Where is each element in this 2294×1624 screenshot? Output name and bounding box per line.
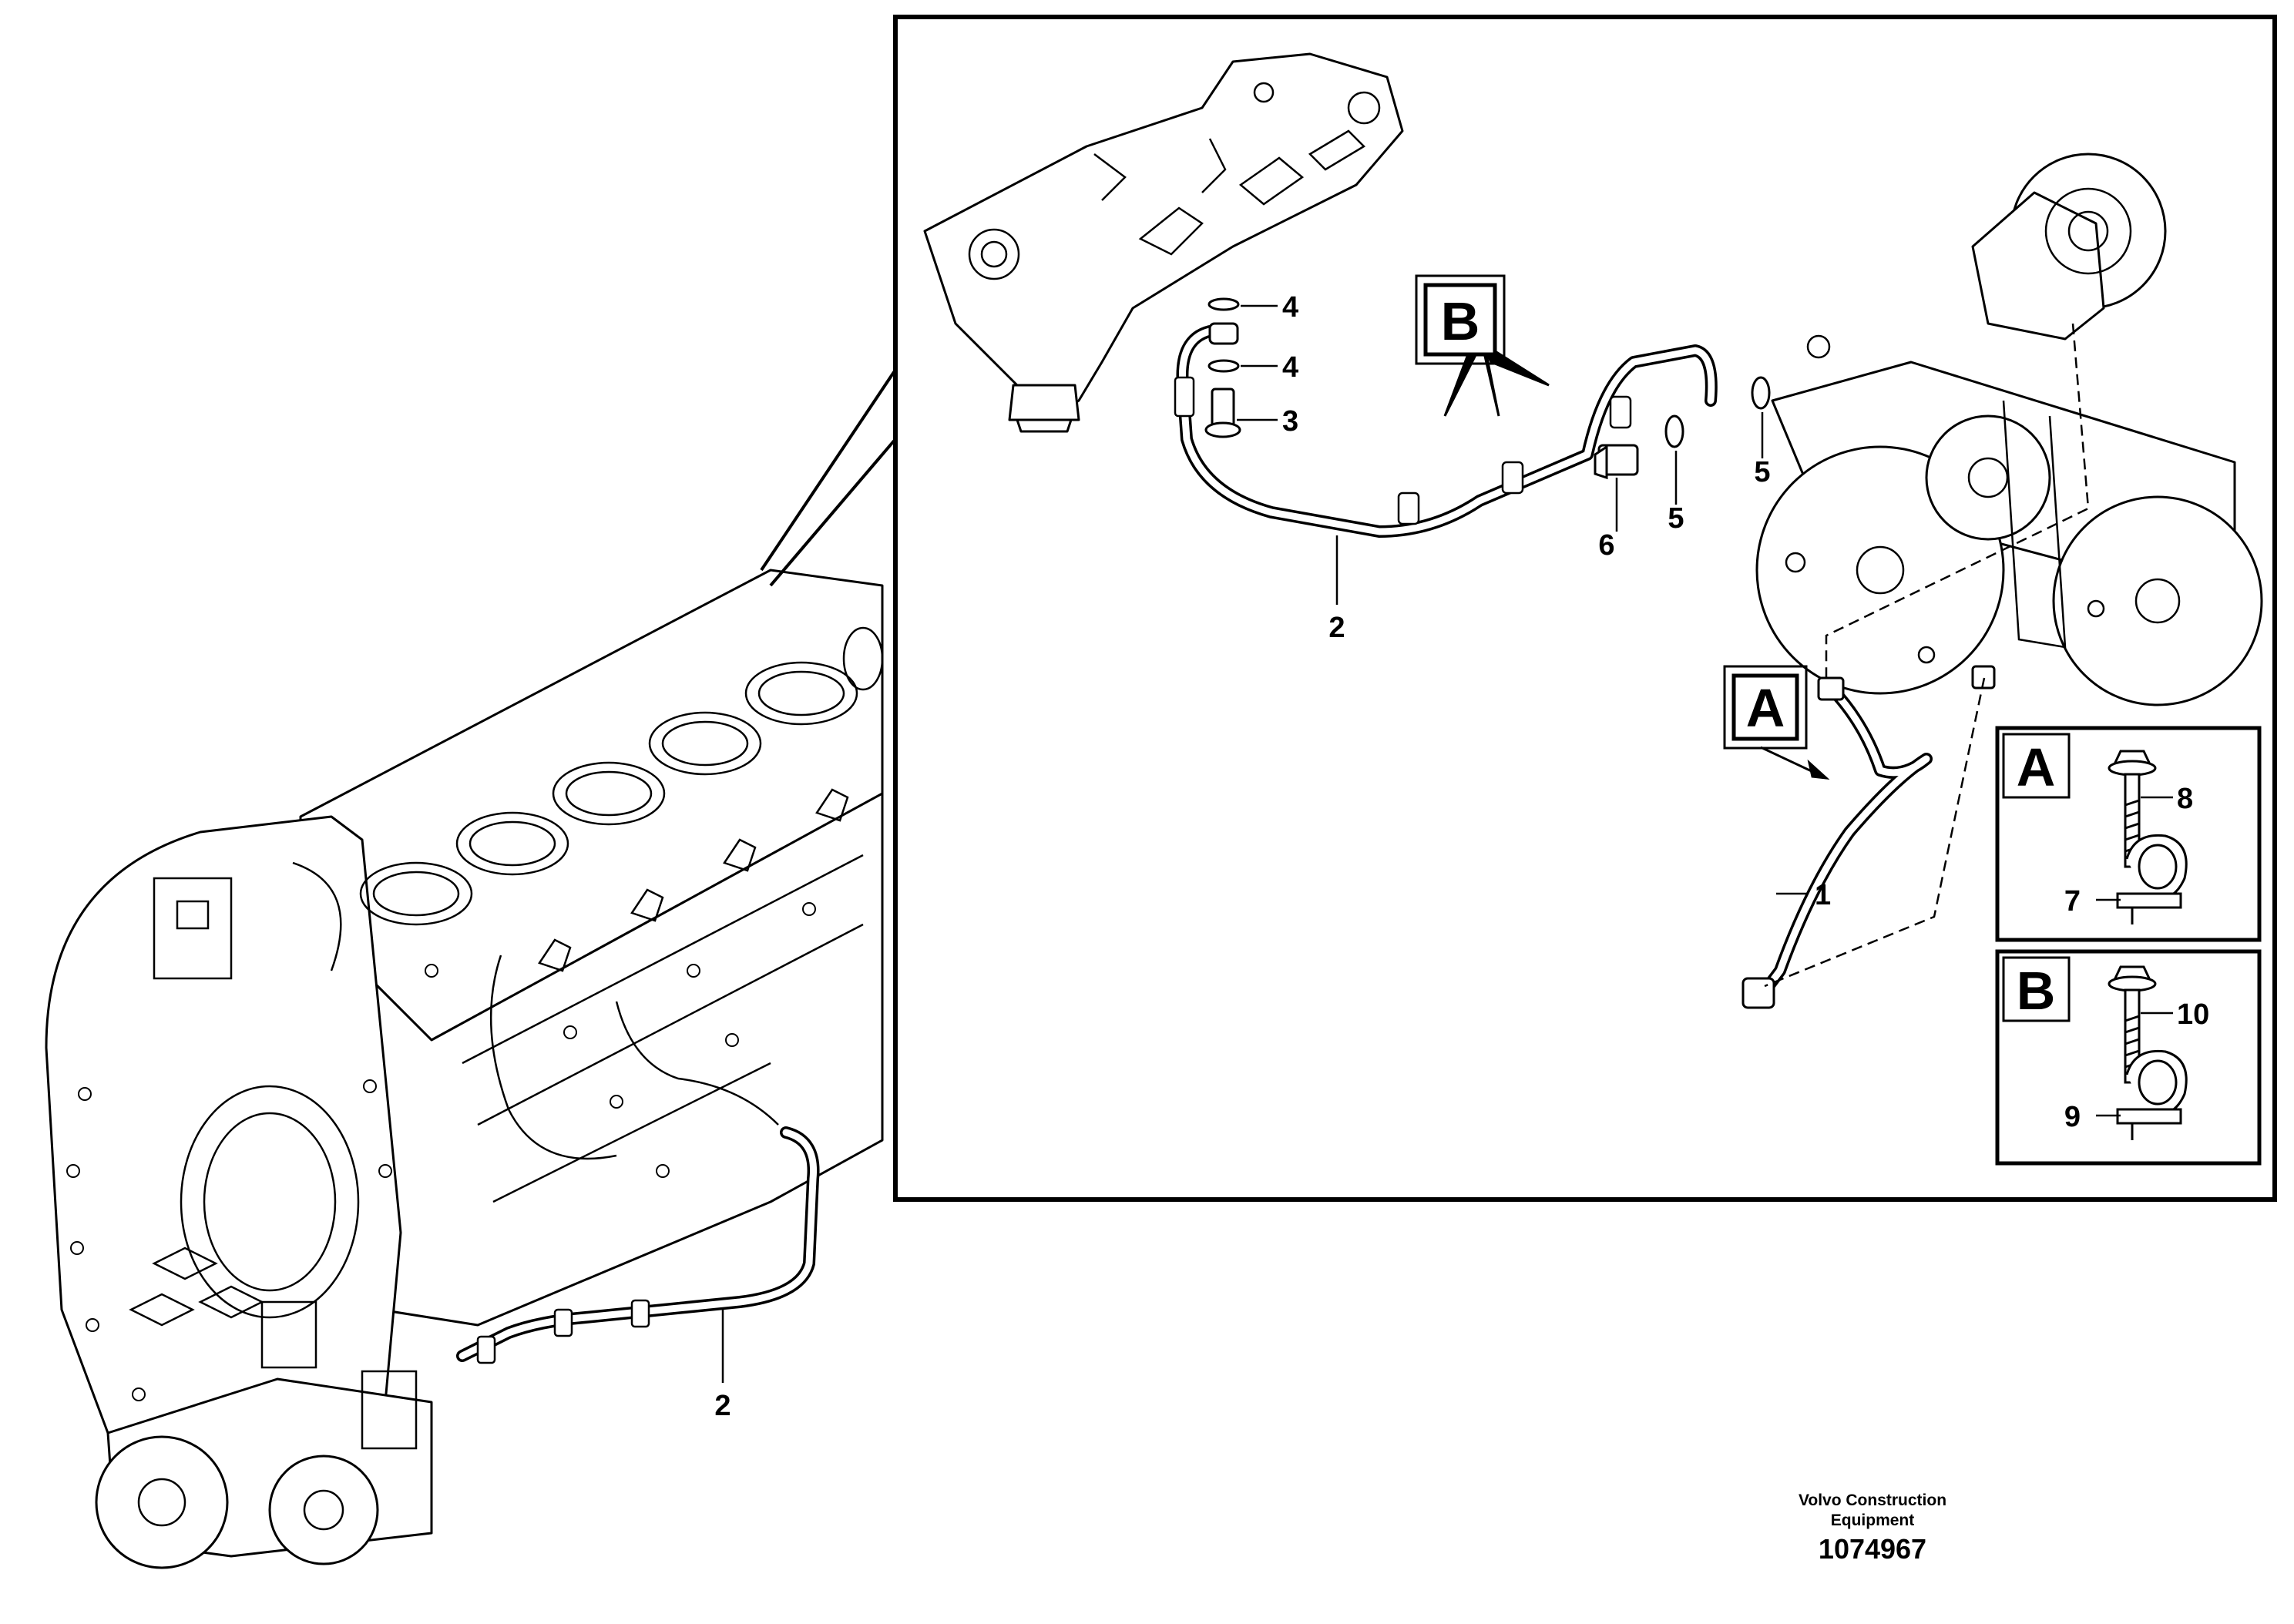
engine-bolt-heads [66, 902, 816, 1401]
brand-line-2: Equipment [1830, 1512, 1915, 1529]
oil-filter-housing-illustration [923, 52, 1404, 433]
view-label-b: B [1441, 291, 1480, 351]
brand-label: Volvo Construction Equipment [1718, 1491, 2027, 1531]
callout-6: 6 [1598, 529, 1614, 562]
view-label-a: A [1746, 678, 1785, 738]
callout-2-detail: 2 [1328, 612, 1345, 644]
pipe-1-detail [1751, 683, 1933, 1008]
view-label-b-box: B [1415, 274, 1506, 365]
inset-b-panel: B 10 9 [1995, 949, 2262, 1166]
callout-4-lower: 4 [1282, 351, 1298, 384]
callout-7: 7 [2064, 885, 2081, 918]
callout-leaders [721, 304, 1807, 1383]
callout-2-engine: 2 [714, 1390, 731, 1422]
pipe-2-detail [1176, 325, 1718, 538]
callout-3: 3 [1282, 405, 1298, 438]
pump-assembly-details [1785, 187, 2181, 664]
zoom-callout-lines [760, 368, 897, 587]
part-number: 1074967 [1818, 1533, 1927, 1565]
callout-1: 1 [1815, 879, 1831, 911]
pipe-2-clamps-on-engine [476, 1299, 650, 1364]
callout-4-upper: 4 [1282, 291, 1298, 324]
engine-block-illustration [45, 569, 884, 1569]
inset-a-panel: A 8 7 [1995, 726, 2262, 942]
callout-8: 8 [2177, 783, 2193, 815]
pump-assembly-illustration [1755, 153, 2263, 706]
view-arrows [1443, 339, 1830, 780]
brand-line-1: Volvo Construction [1798, 1491, 1947, 1509]
callout-9: 9 [2064, 1101, 2081, 1133]
fitting-parts-right [1594, 376, 1771, 480]
callout-10: 10 [2177, 998, 2209, 1031]
callout-5-left: 5 [1668, 502, 1684, 535]
inset-a-label: A [2017, 737, 2056, 797]
engine-block-details [129, 626, 884, 1531]
banjo-fitting-parts [1204, 297, 1241, 438]
inset-b-bolt-illustration [2108, 965, 2157, 1084]
dashed-assembly-lines [1764, 323, 2090, 988]
view-label-a-box: A [1723, 665, 1808, 750]
inset-a-clamp-illustration [2116, 834, 2188, 924]
oil-filter-housing-details [968, 82, 1381, 280]
callout-5-right: 5 [1754, 456, 1770, 488]
pipe-2-detail-clamps [1174, 376, 1632, 525]
detail-frame [893, 15, 2277, 1202]
inset-b-label: B [2017, 961, 2056, 1021]
pipe-2-on-engine [456, 1126, 820, 1362]
inset-b-clamp-illustration [2116, 1049, 2188, 1140]
